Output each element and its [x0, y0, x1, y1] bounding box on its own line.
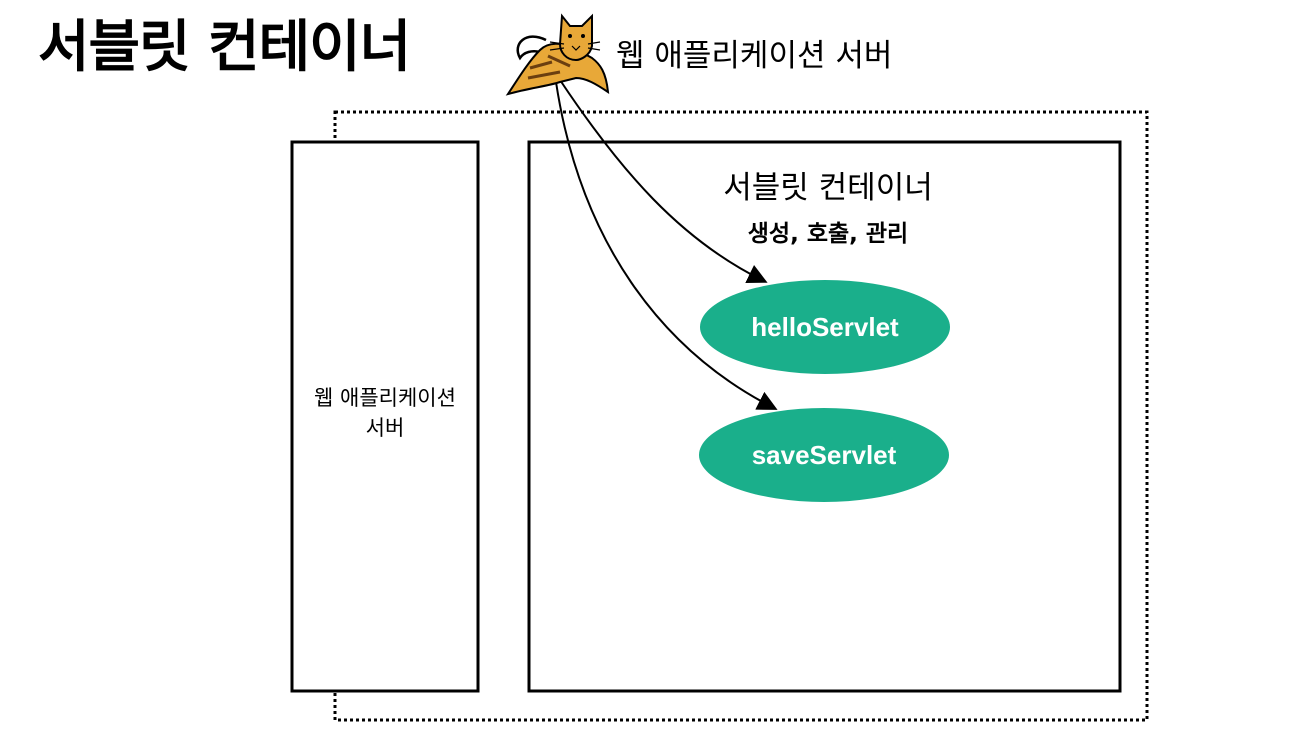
- page-title: 서블릿 컨테이너: [38, 15, 411, 80]
- servlet-container-subtitle: 생성, 호출, 관리: [747, 221, 909, 247]
- was-box: [290, 140, 480, 693]
- was-box-label-line1: 웹 애플리케이션: [314, 386, 456, 410]
- hello-servlet-label: helloServlet: [751, 311, 899, 342]
- tomcat-cat-icon: [505, 13, 610, 96]
- was-box-label: 웹 애플리케이션 서버: [292, 383, 478, 443]
- save-servlet-label: saveServlet: [751, 439, 897, 470]
- hello-servlet-node: helloServlet: [700, 280, 950, 374]
- arrow-to-hello-servlet: [559, 79, 768, 283]
- web-app-server-label: 웹 애플리케이션 서버: [616, 38, 893, 74]
- servlet-container-label: 서블릿 컨테이너: [723, 170, 933, 206]
- arrow-to-save-servlet: [555, 81, 778, 410]
- save-servlet-node: saveServlet: [699, 408, 949, 502]
- was-dotted-boundary: [333, 110, 1149, 722]
- was-box-label-line2: 서버: [365, 416, 405, 440]
